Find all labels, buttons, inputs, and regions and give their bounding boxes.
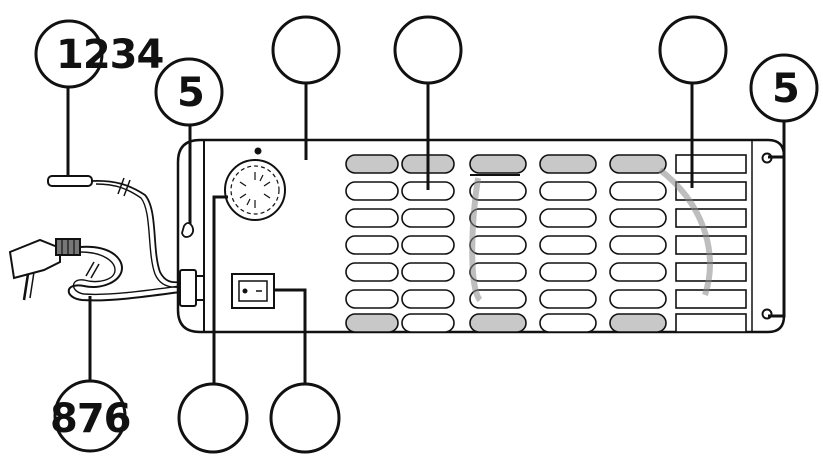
power-plug [8,238,181,302]
grille-slot [469,262,527,282]
indicator-dot [254,147,262,155]
grille-slot [539,181,597,201]
callout-circle-top-left [34,19,104,89]
grille-slot [539,289,597,309]
grille-slot [345,235,399,255]
grille-slot [539,154,597,174]
grille-slot [675,313,747,333]
callout-circle-left-small [154,57,224,127]
grille-slot [539,208,597,228]
grille-slot [469,289,527,309]
power-switch [231,273,275,309]
sensor-probe [47,175,181,288]
grille-slot [539,313,597,333]
grille-slot [401,262,455,282]
callout-circle-top-center-2 [393,15,463,85]
grille-slot [539,262,597,282]
grille-slot [469,154,527,174]
heating-element-left [469,177,483,303]
grille-slot [469,235,527,255]
callout-label-left-small: 5 [177,70,204,116]
grille-slot [539,235,597,255]
grille-slot [345,181,399,201]
callout-circle-right-small [749,53,819,123]
grille-slot [401,208,455,228]
grille-slot [675,154,747,174]
grille-slot [345,313,399,333]
thermostat-knob [224,159,286,221]
grille-slots [345,154,747,333]
callout-circle-bottom-left [53,379,127,453]
callout-label-top-left: 1234 [56,32,163,78]
grille-slot [469,313,527,333]
cable-grommet [179,269,205,307]
heating-element-right [658,167,713,296]
grille-slot [345,289,399,309]
callout-label-right-small: 5 [772,66,799,112]
grille-slot [675,289,747,309]
grille-slot [469,181,527,201]
grille-slot [401,235,455,255]
grille-slot [609,262,667,282]
callout-circle-bottom-center-1 [177,382,249,454]
side-clip [181,222,195,238]
grille-slot [609,181,667,201]
callout-circle-bottom-center-2 [269,382,341,454]
grille-slot [401,289,455,309]
callout-label-bottom-left: 876 [50,396,131,442]
grille-slot [401,313,455,333]
grille-slot [345,262,399,282]
callout-circle-top-center-1 [271,15,341,85]
leader-lines [66,82,786,384]
grille-slot [609,208,667,228]
grille-slot [609,289,667,309]
grille-slot [345,208,399,228]
grille-slot [675,208,747,228]
grille-slot [469,208,527,228]
grille-slot [609,154,667,174]
grille-slot [609,235,667,255]
grille-slot [345,154,399,174]
callout-circle-top-right [658,15,728,85]
grille-slot [609,313,667,333]
